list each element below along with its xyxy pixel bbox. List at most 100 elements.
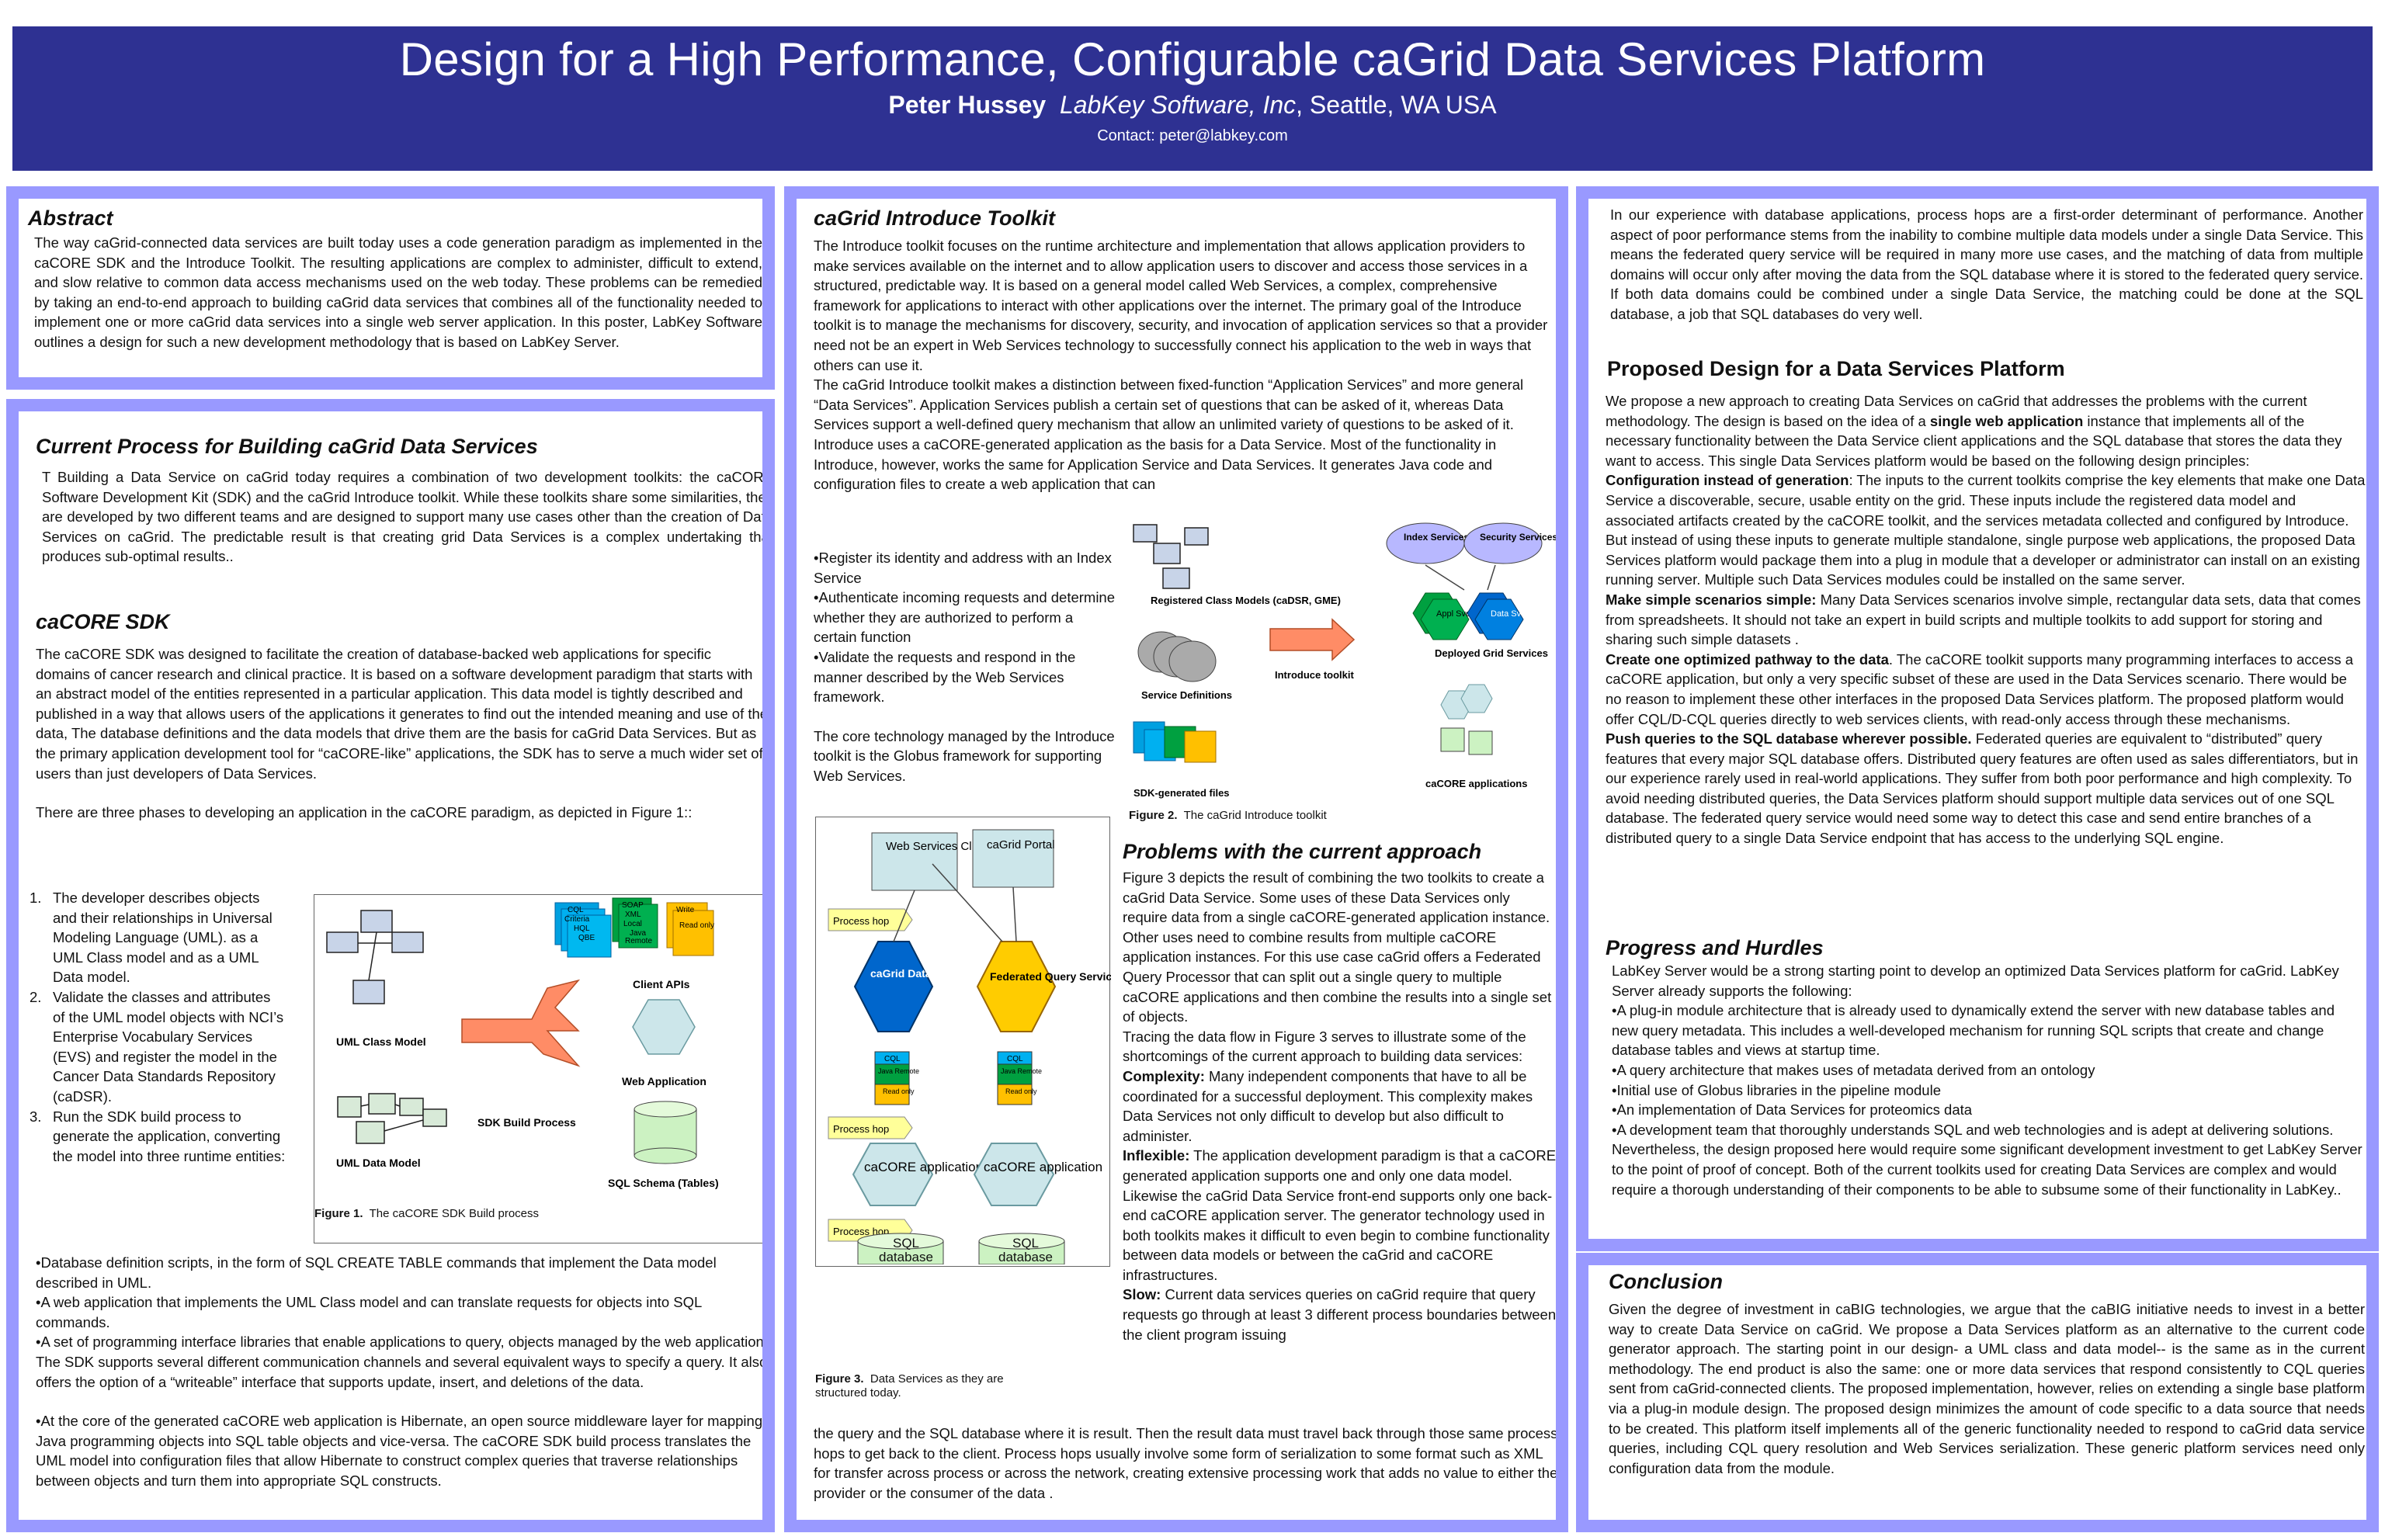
sql-db-left-label: SQL database (879, 1236, 933, 1264)
svg-text:Java Remote: Java Remote (1001, 1067, 1042, 1075)
security-services-ellipse (1463, 522, 1543, 564)
middle-inner: caGrid Introduce Toolkit The Introduce t… (797, 199, 1556, 1520)
uml-data-model-graphic (337, 1093, 447, 1144)
web-app-hexagon (632, 999, 696, 1055)
abstract-panel: Abstract The way caGrid-connected data s… (6, 186, 775, 390)
principle-push: Push queries to the SQL database whereve… (1606, 730, 2359, 847)
introduce-toolkit-label: Introduce toolkit (1275, 669, 1355, 681)
list-item: •Register its identity and address with … (814, 550, 1112, 586)
introduce-paragraph-2: The caGrid Introduce toolkit makes a dis… (814, 376, 1524, 493)
proposed-paragraph-1: We propose a new approach to creating Da… (1606, 393, 2342, 469)
conclusion-text: Given the degree of investment in caBIG … (1609, 1301, 2365, 1476)
list-item: •A set of programming interface librarie… (36, 1334, 762, 1390)
introduce-heading: caGrid Introduce Toolkit (814, 206, 1056, 230)
svg-text:Criteria: Criteria (564, 915, 590, 924)
problems-slow: Slow: Current data services queries on c… (1123, 1286, 1556, 1343)
sdk-intro: The caCORE SDK was designed to facilitat… (36, 644, 762, 823)
principle-simple: Make simple scenarios simple: Many Data … (1606, 591, 2361, 648)
author-line: Peter Hussey LabKey Software, Inc, Seatt… (12, 91, 2373, 120)
left-panel: Current Process for Building caGrid Data… (6, 399, 775, 1532)
problems-complexity: Complexity: Many independent components … (1123, 1067, 1533, 1144)
figure-2-caption: Figure 2. The caGrid Introduce toolkit (1129, 809, 1327, 822)
principle-config: Configuration instead of generation: The… (1606, 472, 2366, 588)
build-arrow (461, 979, 581, 1067)
federated-hexagon (976, 941, 1057, 1032)
svg-text:HQL: HQL (574, 924, 590, 933)
progress-paragraph-1: LabKey Server would be a strong starting… (1612, 962, 2339, 999)
introduce-paragraph-3: The core technology managed by the Intro… (814, 727, 1115, 784)
list-item: •A plug-in module architecture that is a… (1612, 1002, 2335, 1059)
sdk-paragraph-3: •At the core of the generated caCORE web… (36, 1413, 762, 1489)
right-inner: In our experience with database applicat… (1588, 199, 2366, 1239)
process-hop-2 (828, 1116, 913, 1139)
progress-heading: Progress and Hurdles (1606, 936, 1824, 959)
proposed-text: We propose a new approach to creating Da… (1606, 391, 2366, 848)
service-definitions-graphic (1137, 631, 1217, 682)
author-name: Peter Hussey (888, 91, 1047, 119)
list-item: •Authenticate incoming requests and dete… (814, 589, 1116, 646)
svg-text:Java: Java (630, 929, 647, 938)
list-item: •A development team that thoroughly unde… (1612, 1121, 2334, 1138)
sdk-steps: 1.The developer describes objects and th… (30, 888, 293, 1166)
appl-svcs-label: Appl Svcs (1436, 609, 1474, 619)
problems-inflexible: Inflexible: The application development … (1123, 1147, 1556, 1283)
figure-2: Registered Class Models (caDSR, GME) Ser… (1123, 512, 1556, 829)
performance-intro: In our experience with database applicat… (1610, 206, 2363, 322)
sdk-heading: caCORE SDK (36, 610, 170, 633)
sql-schema-cylinder (634, 1101, 697, 1164)
figure-1: UML Class Model UML Data Model SDK Build… (314, 894, 762, 1243)
list-item: 3.Run the SDK build process to generate … (30, 1108, 286, 1164)
index-services-ellipse (1386, 522, 1465, 564)
middle-panel: caGrid Introduce Toolkit The Introduce t… (784, 186, 1568, 1532)
sql-db-right-label: SQL database (998, 1236, 1053, 1264)
current-heading: Current Process for Building caGrid Data… (36, 435, 538, 458)
cacore-app-right (973, 1143, 1055, 1206)
problems-heading: Problems with the current approach (1123, 840, 1482, 863)
uml-data-label: UML Data Model (336, 1157, 421, 1169)
left-inner: Current Process for Building caGrid Data… (19, 411, 762, 1520)
author-location: , Seattle, WA USA (1296, 91, 1497, 119)
introduce-paragraph-1: The Introduce toolkit focuses on the run… (814, 238, 1548, 373)
svg-text:Write: Write (676, 906, 695, 914)
figure-3-caption: Figure 3. Data Services as they are stru… (815, 1372, 1004, 1400)
problems-text: Figure 3 depicts the result of combining… (1123, 868, 1556, 1344)
svg-text:Remote: Remote (625, 937, 652, 945)
svg-text:CQL: CQL (568, 906, 584, 914)
svg-text:Process hop: Process hop (833, 1226, 889, 1237)
build-label: SDK Build Process (477, 1116, 576, 1129)
sdk-paragraph-2: There are three phases to developing an … (36, 804, 693, 821)
sdk-files-graphic (1133, 721, 1217, 763)
svg-text:XML: XML (625, 910, 641, 919)
index-services-label: Index Services (1404, 532, 1469, 543)
process-hop-1 (828, 908, 913, 931)
right-api-stack (997, 1051, 1033, 1105)
progress-paragraph-2: Nevertheless, the design proposed here w… (1612, 1141, 2362, 1198)
conclusion-inner: Conclusion Given the degree of investmen… (1588, 1265, 2366, 1520)
introduce-bullets: •Register its identity and address with … (814, 548, 1116, 786)
appl-svcs-hexagons (1412, 592, 1470, 640)
svg-text:Local: Local (623, 920, 642, 928)
portal-box (972, 829, 1054, 888)
sql-schema-label: SQL Schema (Tables) (608, 1177, 719, 1189)
sdk-bullets: •Database definition scripts, in the for… (36, 1253, 762, 1491)
registered-label: Registered Class Models (caDSR, GME) (1151, 595, 1341, 606)
web-clients-label: Web Services Clients (886, 840, 996, 853)
svg-text:Read only: Read only (679, 921, 714, 930)
current-text: T Building a Data Service on caGrid toda… (42, 469, 762, 565)
conclusion-panel: Conclusion Given the degree of investmen… (1576, 1253, 2379, 1532)
list-item: •An implementation of Data Services for … (1612, 1101, 1973, 1119)
left-api-stack (874, 1051, 910, 1105)
list-item: •A query architecture that makes uses of… (1612, 1061, 2095, 1078)
introduce-text: The Introduce toolkit focuses on the run… (814, 236, 1556, 494)
cacore-app-left (852, 1143, 934, 1206)
conclusion-heading: Conclusion (1609, 1270, 1723, 1293)
figure-3-lower: Process hop (827, 1187, 1099, 1265)
cacore-app-right-label: caCORE application (984, 1160, 1102, 1174)
svg-text:CQL: CQL (1007, 1055, 1023, 1063)
web-app-label: Web Application (622, 1075, 706, 1087)
federated-label: Federated Query Service (990, 970, 1111, 983)
client-apis-label: Client APIs (633, 978, 690, 990)
svg-text:Process hop: Process hop (833, 915, 889, 927)
cacore-apps-label: caCORE applications (1425, 778, 1527, 789)
